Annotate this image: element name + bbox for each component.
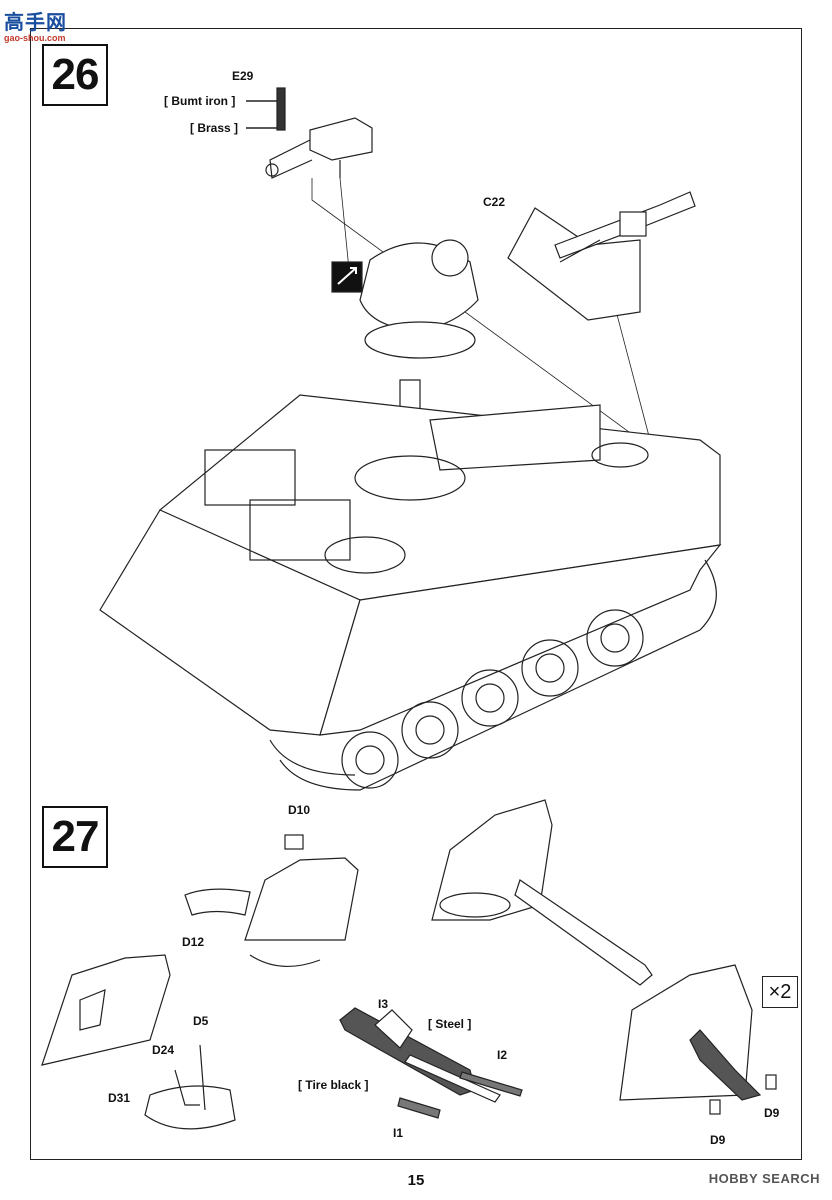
label-tire-black: [ Tire black ]	[298, 1078, 369, 1092]
machine-gun-i3-icon	[339, 1007, 501, 1103]
label-d31: D31	[108, 1091, 131, 1105]
mounted-shield-icon	[431, 799, 653, 986]
label-d12: D12	[182, 935, 205, 949]
m113-hull-icon	[99, 394, 722, 791]
watermark-chinese: 高手网	[4, 12, 67, 34]
label-d24: D24	[152, 1043, 175, 1057]
part-i2-icon	[459, 1071, 523, 1097]
label-d9-right: D9	[764, 1106, 780, 1120]
mount-d31-icon	[144, 1044, 236, 1130]
shield-d10-icon	[244, 834, 359, 968]
watermark-hobby-search: HOBBY SEARCH	[708, 1171, 820, 1186]
part-d12-icon	[184, 888, 251, 916]
label-burnt-iron: [ Bumt iron ]	[164, 94, 236, 108]
part-i1-icon	[397, 1097, 441, 1119]
watermark-logo-top: 高手网 gao-shou.com	[4, 6, 67, 43]
step-27-number: 27	[42, 806, 108, 868]
label-d5: D5	[193, 1014, 209, 1028]
label-i1: I1	[393, 1126, 404, 1140]
watermark-url: gao-shou.com	[4, 33, 66, 43]
label-e29: E29	[232, 69, 254, 83]
label-i3: I3	[378, 997, 389, 1011]
label-steel: [ Steel ]	[428, 1017, 472, 1031]
page-frame	[30, 28, 802, 1160]
quantity-multiplier: ×2	[762, 976, 798, 1008]
cupola-icon	[359, 239, 479, 359]
label-i2: I2	[497, 1048, 508, 1062]
shield-d9-icon	[619, 964, 777, 1115]
step-26-number: 26	[42, 44, 108, 106]
label-brass: [ Brass ]	[190, 121, 239, 135]
label-d9-bottom: D9	[710, 1133, 726, 1147]
shield-d24-icon	[41, 954, 171, 1066]
page-number: 15	[407, 1172, 425, 1189]
minigun-e29-icon	[265, 87, 373, 179]
label-c22: C22	[483, 195, 506, 209]
label-d10: D10	[288, 803, 311, 817]
shield-c22-icon	[507, 191, 696, 321]
